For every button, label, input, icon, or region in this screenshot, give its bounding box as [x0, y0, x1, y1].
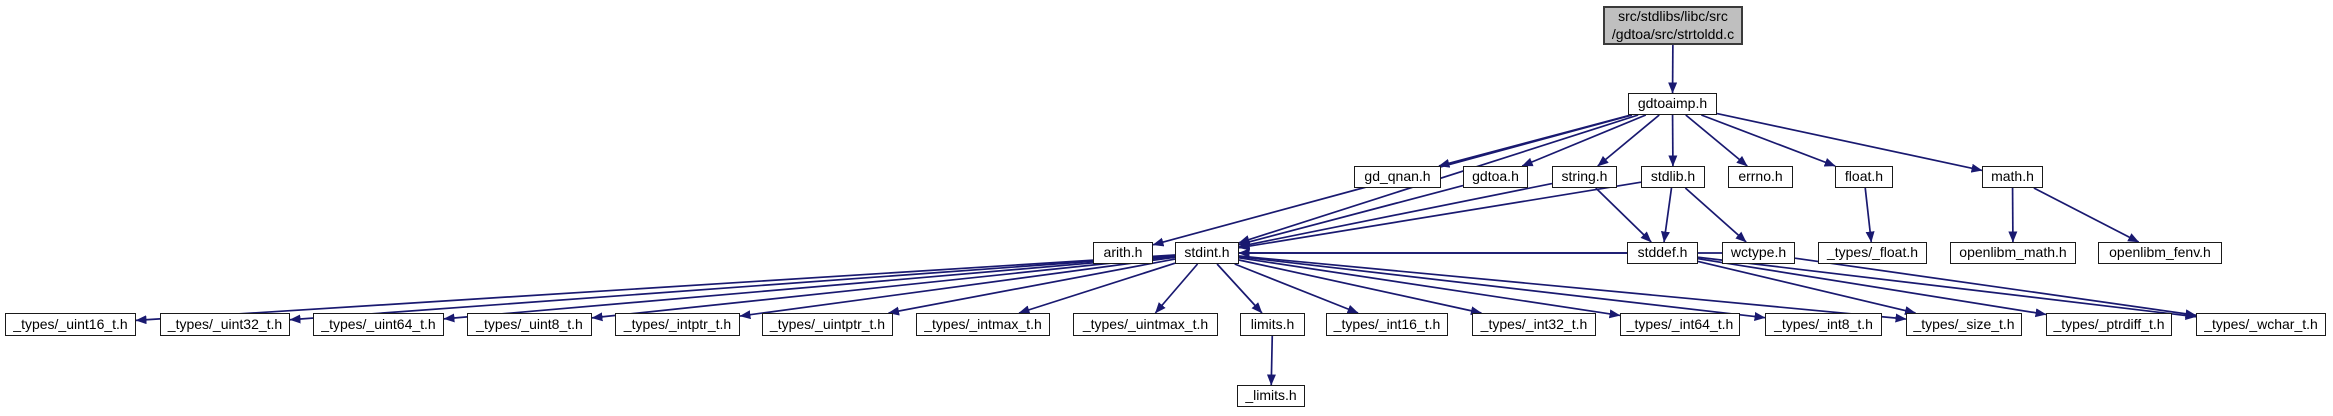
edge-gdtoa-stdint [1238, 184, 1464, 247]
edge-gdtoaimp-errno [1685, 114, 1748, 167]
edge-math-openlibm_fenv [2033, 187, 2140, 243]
edge-stdlib-stdint [1238, 181, 1642, 251]
edge-gdtoaimp-math [1716, 112, 1983, 173]
edge-limits-limits_impl [1266, 335, 1276, 386]
edge-wctype-wchar [1794, 257, 2197, 319]
node-int32[interactable]: _types/_int32_t.h [1472, 313, 1596, 336]
node-float[interactable]: float.h [1835, 166, 1893, 188]
edge-stdint-uintmax [1154, 263, 1199, 314]
node-strtoldd_c[interactable]: src/stdlibs/libc/src /gdtoa/src/strtoldd… [1603, 6, 1743, 45]
node-intmax[interactable]: _types/_intmax_t.h [916, 313, 1050, 336]
edge-stddef-ptrdiff [1697, 257, 2047, 318]
node-types_float[interactable]: _types/_float.h [1818, 242, 1927, 264]
node-int8[interactable]: _types/_int8_t.h [1765, 313, 1882, 336]
edge-gdtoaimp-gdtoa [1521, 114, 1647, 167]
node-int16[interactable]: _types/_int16_t.h [1326, 313, 1448, 336]
edge-stdint-size [1238, 255, 1907, 323]
node-wchar[interactable]: _types/_wchar_t.h [2196, 313, 2326, 336]
node-uint32[interactable]: _types/_uint32_t.h [160, 313, 290, 336]
node-uintptr[interactable]: _types/_uintptr_t.h [762, 313, 893, 336]
edge-stdint-uint32 [289, 254, 1176, 324]
node-stdint[interactable]: stdint.h [1175, 242, 1239, 264]
edge-stdint-int8 [1238, 255, 1766, 321]
edge-string-stddef [1595, 187, 1652, 243]
node-arith[interactable]: arith.h [1093, 242, 1153, 264]
edge-stdint-uintptr [888, 258, 1176, 316]
node-stdlib[interactable]: stdlib.h [1641, 166, 1705, 188]
edge-float-types_float [1864, 187, 1875, 243]
edge-stdlib-wctype [1684, 187, 1747, 243]
node-math[interactable]: math.h [1982, 166, 2043, 188]
node-limits_impl[interactable]: _limits.h [1237, 385, 1305, 407]
node-string[interactable]: string.h [1552, 166, 1617, 188]
node-ptrdiff[interactable]: _types/_ptrdiff_t.h [2046, 313, 2172, 336]
edge-gdtoaimp-float [1701, 114, 1836, 167]
node-intptr[interactable]: _types/_intptr_t.h [615, 313, 740, 336]
node-openlibm_fenv[interactable]: openlibm_fenv.h [2098, 242, 2222, 264]
node-limits[interactable]: limits.h [1240, 313, 1305, 336]
node-uint64[interactable]: _types/_uint64_t.h [313, 313, 444, 336]
node-uint8[interactable]: _types/_uint8_t.h [467, 313, 592, 336]
edge-stdint-uint8 [591, 255, 1176, 322]
edge-stdint-intptr [739, 256, 1176, 320]
node-openlibm_math[interactable]: openlibm_math.h [1950, 242, 2076, 264]
node-wctype[interactable]: wctype.h [1722, 242, 1795, 264]
node-gdtoaimp[interactable]: gdtoaimp.h [1628, 93, 1717, 115]
edge-stdint-limits [1216, 263, 1263, 314]
node-gd_qnan[interactable]: gd_qnan.h [1354, 166, 1441, 188]
edge-stdint-int16 [1234, 263, 1359, 314]
edge-stdint-int64 [1238, 256, 1621, 319]
edge-stdint-intmax [1018, 262, 1176, 315]
edge-stdlib-stddef [1660, 187, 1673, 243]
edge-stdint-uint16 [135, 254, 1176, 325]
edge-stdint-uint64 [443, 254, 1176, 323]
node-errno[interactable]: errno.h [1728, 166, 1793, 188]
edge-string-stdint [1238, 182, 1553, 249]
node-size[interactable]: _types/_size_t.h [1906, 313, 2022, 336]
node-int64[interactable]: _types/_int64_t.h [1620, 313, 1740, 336]
node-uint16[interactable]: _types/_uint16_t.h [5, 313, 136, 336]
node-uintmax[interactable]: _types/_uintmax_t.h [1073, 313, 1218, 336]
edge-stddef-wchar [1697, 256, 2197, 320]
edge-gdtoaimp-string [1597, 114, 1660, 167]
node-stddef[interactable]: stddef.h [1627, 242, 1698, 264]
edge-stddef-size [1697, 260, 1916, 315]
node-gdtoa[interactable]: gdtoa.h [1463, 166, 1528, 188]
edge-stdint-int32 [1238, 259, 1482, 316]
